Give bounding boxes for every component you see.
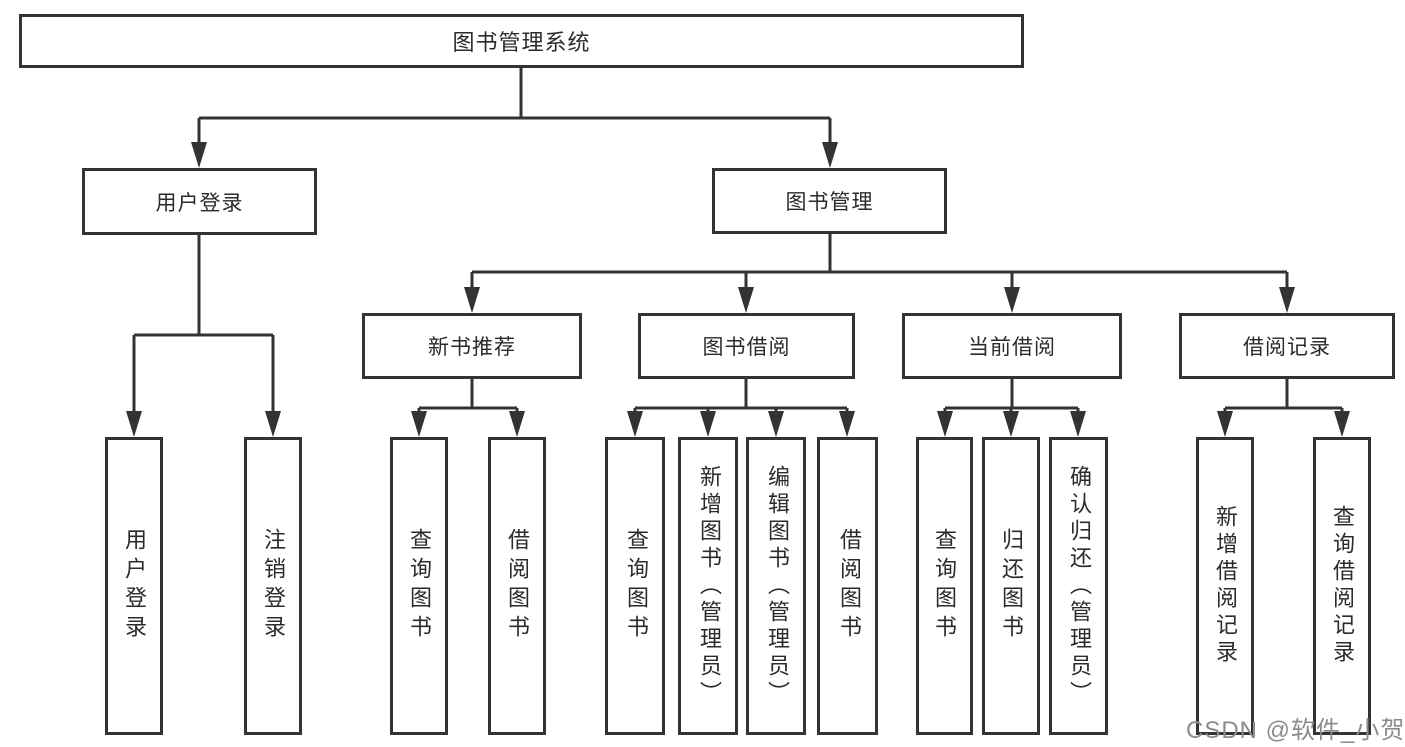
- node-label: 借阅记录: [1243, 336, 1331, 359]
- node-root-system: 图书管理系统: [19, 14, 1024, 68]
- node-leaf-user-login: 用户登录: [105, 437, 163, 735]
- node-leaf-borrow-books-recommend: 借阅图书: [488, 437, 546, 735]
- node-leaf-add-borrow-record: 新增借阅记录: [1196, 437, 1254, 735]
- node-leaf-query-borrow-record: 查询借阅记录: [1313, 437, 1371, 735]
- node-user-login-branch: 用户登录: [82, 168, 317, 235]
- node-label: 新书推荐: [428, 336, 516, 359]
- node-leaf-borrow-books: 借阅图书: [817, 437, 878, 735]
- node-leaf-edit-books-admin: 编辑图书（管理员）: [746, 437, 806, 735]
- node-new-book-recommend: 新书推荐: [362, 313, 582, 379]
- node-leaf-confirm-return-admin: 确认归还（管理员）: [1049, 437, 1108, 735]
- node-leaf-add-books-admin: 新增图书（管理员）: [678, 437, 738, 735]
- node-leaf-query-books-current: 查询图书: [916, 437, 973, 735]
- node-book-management-branch: 图书管理: [712, 168, 947, 234]
- node-label: 用户登录: [155, 191, 244, 215]
- node-label: 当前借阅: [968, 336, 1056, 359]
- node-label: 图书管理: [785, 191, 874, 214]
- node-label: 图书借阅: [702, 336, 791, 359]
- node-book-borrowing: 图书借阅: [638, 313, 855, 379]
- node-leaf-query-books-recommend: 查询图书: [390, 437, 448, 735]
- csdn-watermark: CSDN @软件_小贺同学: [1186, 717, 1405, 744]
- arrowheads: [126, 142, 1350, 437]
- node-root-label: 图书管理系统: [452, 30, 591, 55]
- node-leaf-logout: 注销登录: [244, 437, 302, 735]
- node-current-borrowing: 当前借阅: [902, 313, 1122, 379]
- node-leaf-query-books-borrowing: 查询图书: [605, 437, 665, 735]
- node-leaf-return-books: 归还图书: [982, 437, 1040, 735]
- node-borrow-records: 借阅记录: [1179, 313, 1395, 379]
